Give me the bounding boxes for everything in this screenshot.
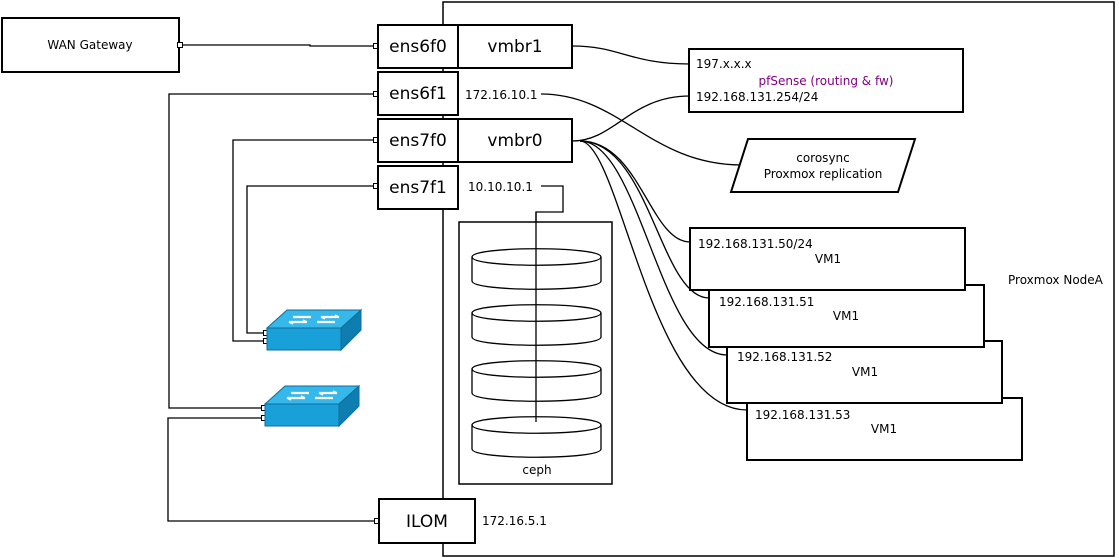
vmbr0-box [457,118,573,163]
link-vmbr0-pfsense [571,95,691,142]
vm-label-3: VM1 [871,422,897,436]
proxmox-node-label: Proxmox NodeA [1008,273,1104,287]
vm-box-2: 192.168.131.52 VM1 [726,340,1003,404]
vm-box-3: 192.168.131.53 VM1 [746,397,1023,461]
vmbr0-label: vmbr0 [487,131,542,151]
ilom-label: ILOM [406,512,448,532]
ens7f0-box [377,118,459,163]
vm-stack: 192.168.131.53 VM1 192.168.131.52 VM1 19… [689,227,1023,461]
vm-ip-1: 192.168.131.51 [719,295,814,309]
pfsense-wan-ip: 197.x.x.x [696,57,752,71]
ceph-disk-rim-3 [471,424,602,434]
pfsense-lan-ip: 192.168.131.254/24 [696,90,818,104]
vmbr1-label: vmbr1 [487,37,542,57]
vm-label-2: VM1 [852,365,878,379]
link-vmbr0-vm52 [579,140,728,356]
link-ens6f1-switch2 [168,91,379,411]
vm-box-0: 192.168.131.50/24 VM1 [689,227,966,291]
link-vmbr0-vm53 [579,140,748,411]
network-switch-icon [265,308,363,352]
ens6f1-label: ens6f1 [389,84,447,104]
vm-label-0: VM1 [815,252,841,266]
vm-label-1: VM1 [833,309,859,323]
link-ilom-switch2 [167,415,380,524]
ceph-label: ceph [522,463,551,477]
vm-ip-2: 192.168.131.52 [737,350,832,364]
pfsense-label: pfSense (routing & fw) [759,74,894,88]
ilom-ip: 172.16.5.1 [482,514,547,528]
link-wan-ens6f0 [177,42,379,49]
pfsense-box [688,48,964,113]
vm-ip-3: 192.168.131.53 [755,408,850,422]
corosync-line2: Proxmox replication [764,167,883,181]
wan-gateway-box [1,17,180,73]
link-ens6f1-corosync [540,93,743,166]
corosync-line1: corosync [796,151,850,165]
wan-gateway-label: WAN Gateway [47,38,132,52]
vmbr1-box [457,24,573,69]
ens6f0-box [377,24,459,69]
ens7f1-ip: 10.10.10.1 [468,180,533,194]
network-switch-icon [263,384,361,428]
ens7f1-box [377,165,459,210]
ens7f1-label: ens7f1 [389,178,447,198]
ens6f1-box [377,71,459,116]
corosync-shape [729,138,917,193]
ens6f0-label: ens6f0 [389,37,447,57]
ens6f1-ip: 172.16.10.1 [465,88,538,102]
link-ens7f1-switch1 [246,183,379,336]
ilom-box [378,498,476,544]
link-ens7f0-switch1 [232,137,379,344]
ceph-disk-3 [471,416,602,458]
vm-ip-0: 192.168.131.50/24 [698,237,813,251]
vm-box-1: 192.168.131.51 VM1 [708,284,985,348]
ens7f0-label: ens7f0 [389,131,447,151]
link-vmbr1-pfsense [571,45,691,65]
